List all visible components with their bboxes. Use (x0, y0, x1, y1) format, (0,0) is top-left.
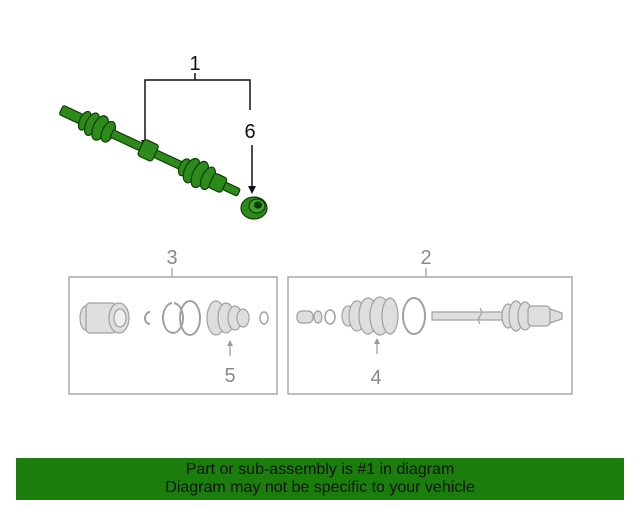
inner-joint-kit-parts (296, 296, 563, 336)
shaft-break-mark (477, 307, 483, 325)
inner-joint-kit-box (287, 276, 573, 395)
outer-joint-housing-ring (113, 308, 127, 328)
callout-6-arrowhead (248, 186, 256, 194)
callout-1-bracket (144, 73, 251, 145)
callout-6[interactable]: 6 (244, 121, 255, 143)
small-boot-clamp (259, 311, 269, 325)
callout-5[interactable]: 5 (224, 365, 235, 387)
shaft-joint-body (527, 305, 551, 327)
callout-5-arrowhead (227, 340, 233, 346)
axle-shaft-left (109, 129, 144, 152)
boot-clamp (179, 300, 201, 336)
footer-line-2: Diagram may not be specific to your vehi… (165, 479, 475, 496)
footer-banner: Part or sub-assembly is #1 in diagram Di… (16, 458, 624, 500)
callout-1[interactable]: 1 (189, 53, 200, 75)
footer-line-1: Part or sub-assembly is #1 in diagram (185, 461, 455, 478)
callout-3[interactable]: 3 (166, 247, 177, 269)
axle-inner-stub (222, 182, 241, 197)
seal-ring-hole (253, 201, 263, 209)
inner-small-bushing (296, 310, 314, 324)
inner-small-washer (313, 310, 323, 324)
inner-boot-fold-5 (381, 297, 399, 335)
inner-small-clamp (324, 309, 336, 325)
seal-ring[interactable] (240, 196, 268, 220)
outer-joint-kit-parts (79, 300, 269, 336)
axle-shaft-right (152, 149, 184, 170)
circlip (144, 311, 151, 325)
drive-axle-assembly[interactable] (55, 97, 244, 205)
inner-boot-clamp (402, 297, 426, 335)
callout-4-arrowhead (374, 338, 380, 344)
shaft-end-tip (549, 308, 563, 324)
outer-boot-fold-4 (236, 308, 250, 328)
callout-2[interactable]: 2 (420, 247, 431, 269)
outer-joint-kit-box (68, 276, 278, 395)
axle-shaft (431, 311, 505, 321)
callout-4[interactable]: 4 (370, 367, 381, 389)
